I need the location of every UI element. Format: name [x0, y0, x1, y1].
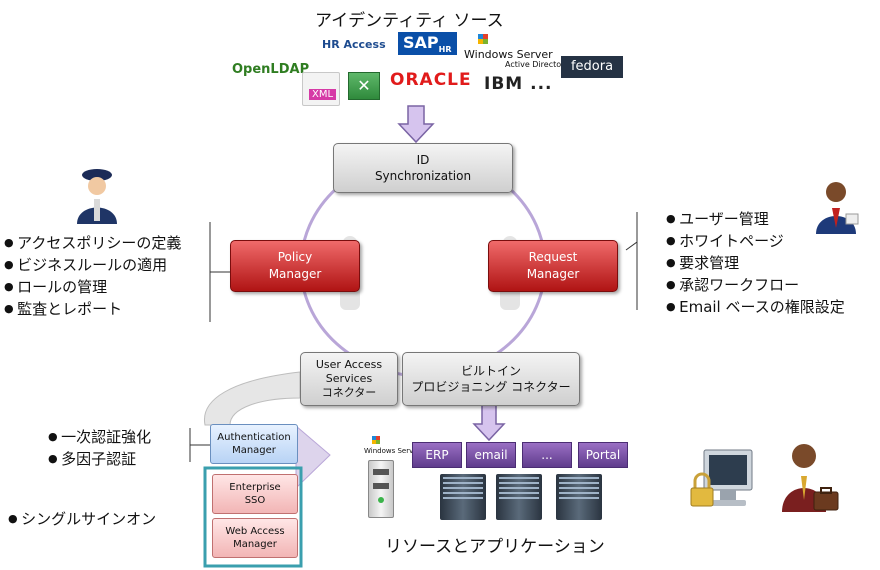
app-email: email — [466, 442, 516, 468]
request-manager-line1: Request — [528, 250, 578, 264]
policy-bullet-list: アクセスポリシーの定義 ビジネスルールの適用 ロールの管理 監査とレポート — [4, 232, 181, 320]
auth-bullet-item: 一次認証強化 — [48, 426, 151, 448]
ibm-logo: IBM ... — [484, 74, 553, 94]
web-access-line2: Manager — [233, 539, 277, 550]
server-tower-icon — [368, 460, 394, 518]
web-access-manager-box: Web Access Manager — [212, 518, 298, 558]
request-manager-box: Request Manager — [488, 240, 618, 292]
request-bullet-item: ホワイトページ — [666, 230, 845, 252]
enterprise-sso-line2: SSO — [244, 495, 266, 506]
sap-logo: SAPHR — [398, 32, 457, 56]
request-bullet-item: 要求管理 — [666, 252, 845, 274]
web-access-line1: Web Access — [225, 526, 285, 537]
enterprise-sso-line1: Enterprise — [229, 482, 281, 493]
server-rack-icon — [440, 474, 486, 520]
request-bullet-list: ユーザー管理 ホワイトページ 要求管理 承認ワークフロー Email ベースの権… — [666, 208, 845, 318]
excel-icon: ✕ — [348, 72, 380, 100]
app-erp: ERP — [412, 442, 462, 468]
windows-server-logo: Windows Server — [464, 48, 553, 61]
policy-manager-box: Policy Manager — [230, 240, 360, 292]
openldap-logo: OpenLDAP — [232, 62, 310, 77]
fedora-logo: fedora — [561, 56, 623, 78]
policy-bullet-item: アクセスポリシーの定義 — [4, 232, 181, 254]
user-access-line1: User Access — [315, 358, 383, 371]
provisioning-connector: ビルトイン プロビジョニング コネクター — [402, 352, 580, 406]
resources-label: リソースとアプリケーション — [385, 537, 605, 557]
provisioning-line1: ビルトイン — [460, 364, 521, 378]
auth-manager-line1: Authentication — [217, 432, 291, 443]
policy-bullet-item: 監査とレポート — [4, 298, 181, 320]
security-guard-icon — [77, 169, 117, 224]
policy-manager-line2: Manager — [268, 267, 322, 281]
hr-access-logo: HR Access — [322, 38, 386, 51]
server-rack-icon — [496, 474, 542, 520]
app-portal: Portal — [578, 442, 628, 468]
id-synchronization-box: ID Synchronization — [333, 143, 513, 193]
windows-server-small-logo: Windows Server — [364, 447, 421, 455]
policy-manager-line1: Policy — [277, 250, 313, 264]
windows-flag-icon — [478, 34, 488, 44]
id-sync-line2: Synchronization — [374, 169, 472, 183]
request-bullet-item: Email ベースの権限設定 — [666, 296, 845, 318]
provisioning-line2: プロビジョニング コネクター — [411, 380, 571, 394]
oracle-logo: ORACLE — [390, 70, 472, 90]
provisioning-down-arrow — [472, 403, 506, 442]
user-access-services-connector: User Access Services コネクター — [300, 352, 398, 406]
request-bullet-item: 承認ワークフロー — [666, 274, 845, 296]
auth-manager-line2: Manager — [232, 445, 276, 456]
identity-sources-title: アイデンティティ ソース — [315, 11, 504, 31]
server-rack-icon — [556, 474, 602, 520]
sso-bullet-list: シングルサインオン — [8, 508, 156, 530]
businessman-icon — [782, 444, 839, 512]
windows-flag-icon — [372, 436, 380, 444]
curved-arrow — [203, 371, 301, 426]
bracket-lines — [189, 212, 638, 462]
request-bullet-item: ユーザー管理 — [666, 208, 845, 230]
auth-bullet-item: 多因子認証 — [48, 448, 151, 470]
xml-file-icon: XML — [302, 72, 340, 106]
authentication-manager-box: Authentication Manager — [210, 424, 298, 464]
xml-label: XML — [309, 89, 337, 100]
auth-bullet-list: 一次認証強化 多因子認証 — [48, 426, 151, 470]
sso-group-frame — [203, 466, 303, 568]
app-more: ... — [522, 442, 572, 468]
sso-bullet-item: シングルサインオン — [8, 508, 156, 530]
policy-bullet-item: ビジネスルールの適用 — [4, 254, 181, 276]
secure-monitor-icon — [690, 449, 753, 507]
request-manager-line2: Manager — [526, 267, 580, 281]
policy-bullet-item: ロールの管理 — [4, 276, 181, 298]
enterprise-sso-box: Enterprise SSO — [212, 474, 298, 514]
user-access-line2: Services — [325, 372, 373, 385]
source-down-arrow — [397, 105, 435, 144]
user-access-line3: コネクター — [321, 386, 377, 399]
active-directory-logo: Active Directory — [505, 60, 570, 69]
id-sync-line1: ID — [416, 153, 430, 167]
